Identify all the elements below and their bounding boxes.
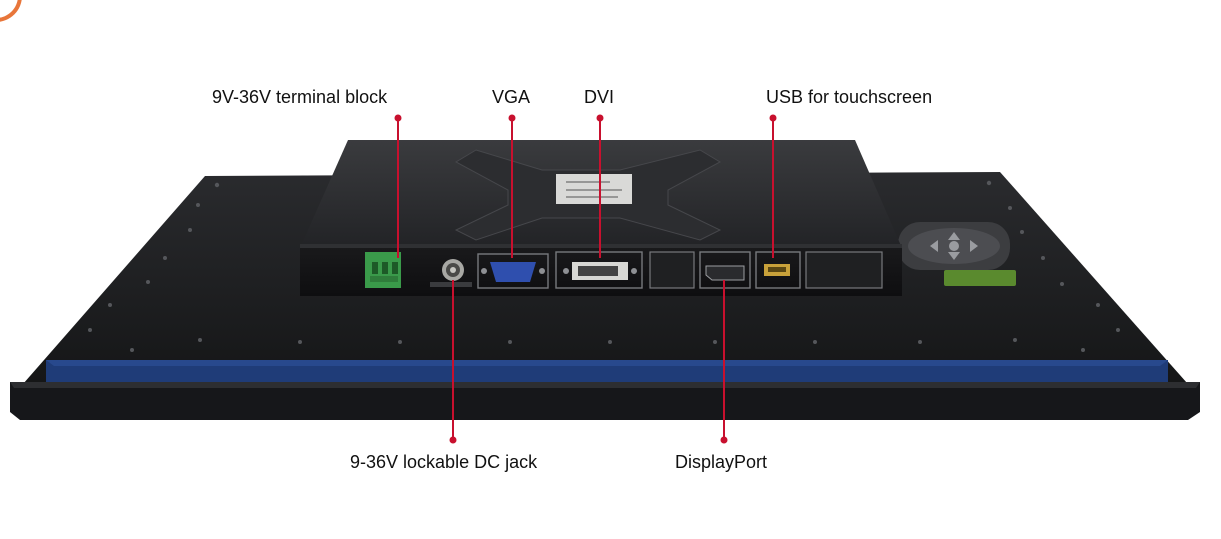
label-displayport: DisplayPort (675, 452, 768, 472)
sticker-label (944, 270, 1016, 286)
bottom-edge (10, 382, 1200, 420)
label-vga: VGA (492, 87, 531, 107)
callouts (394, 114, 777, 444)
terminal-block-connector (365, 252, 401, 288)
panel-screws (88, 180, 1120, 352)
osd-keypad (898, 222, 1016, 286)
label-terminal-block: 9V-36V terminal block (212, 87, 388, 107)
label-usb: USB for touchscreen (766, 87, 933, 107)
usb-connector (755, 251, 801, 289)
label-dvi: DVI (584, 87, 615, 107)
label-dc-jack: 9-36V lockable DC jack (350, 452, 538, 472)
vga-connector (477, 253, 549, 289)
dc-jack-connector (430, 259, 472, 287)
hdmi-port-blank (649, 251, 695, 289)
rs232-port-blank (805, 251, 883, 289)
product-label-sticker (556, 174, 632, 204)
